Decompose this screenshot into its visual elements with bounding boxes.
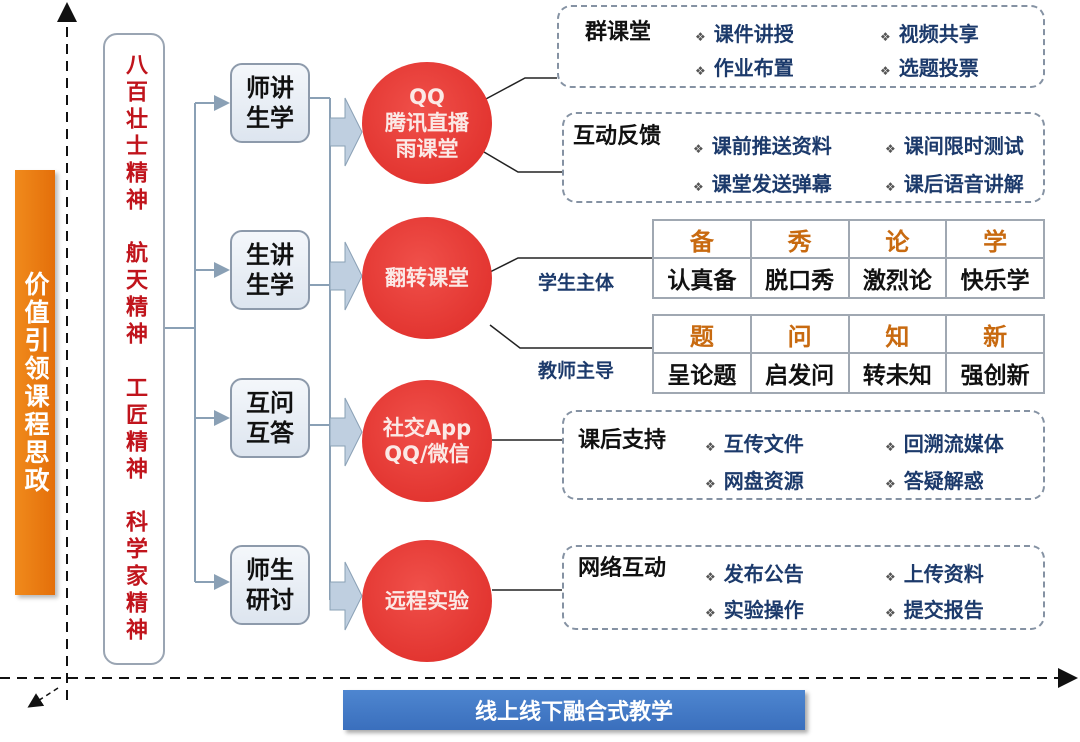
bullet-icon: ❖ bbox=[885, 142, 896, 156]
bullet-icon: ❖ bbox=[693, 142, 704, 156]
list-item: ❖视频共享 bbox=[880, 22, 979, 46]
mode-student-lecture: 生讲生学 bbox=[230, 230, 310, 310]
table-cell: 转未知 bbox=[847, 352, 948, 394]
bullet-icon: ❖ bbox=[885, 606, 896, 620]
bullet-icon: ❖ bbox=[705, 440, 716, 454]
table-head: 新 bbox=[945, 314, 1045, 354]
table-cell: 认真备 bbox=[652, 257, 752, 299]
box-title: 互动反馈 bbox=[573, 124, 662, 149]
list-item: ❖答疑解惑 bbox=[885, 469, 984, 493]
list-item: ❖课前推送资料 bbox=[693, 134, 832, 158]
platform-flipped: 翻转课堂 bbox=[362, 217, 492, 339]
mode-teacher-lecture: 师讲生学 bbox=[230, 63, 310, 143]
bullet-icon: ❖ bbox=[880, 64, 891, 78]
bullet-icon: ❖ bbox=[705, 570, 716, 584]
table-head: 备 bbox=[652, 219, 752, 259]
list-item: ❖互传文件 bbox=[705, 432, 804, 456]
platform-label: 社交App bbox=[382, 416, 472, 440]
spirits-box: 八百壮士精神 航天精神 工匠精神 科学家精神 bbox=[103, 33, 165, 665]
bullet-icon: ❖ bbox=[705, 606, 716, 620]
depth-axis bbox=[27, 687, 59, 708]
bullet-icon: ❖ bbox=[693, 180, 704, 194]
online-interaction-box bbox=[562, 545, 1045, 630]
platform-label: 雨课堂 bbox=[395, 137, 459, 161]
list-item: ❖发布公告 bbox=[705, 562, 804, 586]
table-head: 题 bbox=[652, 314, 752, 354]
table-cell: 快乐学 bbox=[945, 257, 1045, 299]
mode-label: 互问互答 bbox=[246, 389, 294, 447]
interactive-feedback-box bbox=[562, 112, 1045, 203]
bullet-icon: ❖ bbox=[880, 30, 891, 44]
bullet-icon: ❖ bbox=[885, 570, 896, 584]
after-class-box bbox=[562, 410, 1045, 500]
platform-label: 远程实验 bbox=[385, 589, 469, 613]
platform-label: 腾讯直播 bbox=[385, 111, 469, 135]
box-title: 网络互动 bbox=[578, 556, 667, 581]
bullet-icon: ❖ bbox=[695, 64, 706, 78]
mode-mutual-qa: 互问互答 bbox=[230, 378, 310, 458]
teacher-role-label: 教师主导 bbox=[538, 360, 615, 382]
table-cell: 激烈论 bbox=[847, 257, 948, 299]
student-role-label: 学生主体 bbox=[538, 272, 615, 294]
platform-remote-lab: 远程实验 bbox=[362, 540, 492, 662]
mode-label: 生讲生学 bbox=[246, 241, 294, 299]
mode-label: 师讲生学 bbox=[246, 74, 294, 132]
platform-label: 翻转课堂 bbox=[385, 266, 469, 290]
list-item: ❖回溯流媒体 bbox=[885, 432, 1004, 456]
teacher-table: 题问知新 呈论题启发问转未知强创新 bbox=[652, 314, 1045, 394]
table-cell: 脱口秀 bbox=[749, 257, 850, 299]
blended-teaching-label: 线上线下融合式教学 bbox=[343, 690, 805, 730]
list-item: ❖上传资料 bbox=[885, 562, 984, 586]
list-item: ❖课堂发送弹幕 bbox=[693, 172, 832, 196]
group-class-box bbox=[557, 5, 1045, 88]
table-head: 论 bbox=[847, 219, 948, 259]
list-item: ❖实验操作 bbox=[705, 598, 804, 622]
bullet-icon: ❖ bbox=[885, 477, 896, 491]
table-cell: 启发问 bbox=[749, 352, 850, 394]
bullet-icon: ❖ bbox=[885, 440, 896, 454]
mode-label: 师生研讨 bbox=[246, 556, 294, 614]
table-cell: 强创新 bbox=[945, 352, 1045, 394]
list-item: ❖课件讲授 bbox=[695, 22, 794, 46]
box-title: 课后支持 bbox=[578, 428, 667, 453]
spirit-item: 八百壮士精神 bbox=[122, 53, 147, 215]
list-item: ❖选题投票 bbox=[880, 56, 979, 80]
student-table: 备秀论学 认真备脱口秀激烈论快乐学 bbox=[652, 219, 1045, 299]
spirit-item: 工匠精神 bbox=[122, 375, 147, 484]
list-item: ❖提交报告 bbox=[885, 598, 984, 622]
table-head: 知 bbox=[847, 314, 948, 354]
platform-label: QQ bbox=[409, 85, 445, 109]
table-head: 学 bbox=[945, 219, 1045, 259]
bullet-icon: ❖ bbox=[885, 180, 896, 194]
bullet-icon: ❖ bbox=[695, 30, 706, 44]
list-item: ❖网盘资源 bbox=[705, 469, 804, 493]
table-head: 问 bbox=[749, 314, 850, 354]
table-head: 秀 bbox=[749, 219, 850, 259]
bullet-icon: ❖ bbox=[705, 477, 716, 491]
table-cell: 呈论题 bbox=[652, 352, 752, 394]
spirit-item: 航天精神 bbox=[122, 241, 147, 350]
list-item: ❖课间限时测试 bbox=[885, 134, 1024, 158]
list-item: ❖课后语音讲解 bbox=[885, 172, 1024, 196]
box-title: 群课堂 bbox=[585, 20, 652, 45]
spirit-item: 科学家精神 bbox=[122, 509, 147, 645]
value-guidance-label: 价值引领课程思政 bbox=[15, 170, 55, 595]
mode-discussion: 师生研讨 bbox=[230, 545, 310, 625]
list-item: ❖作业布置 bbox=[695, 56, 794, 80]
platform-label: QQ/微信 bbox=[384, 442, 470, 466]
